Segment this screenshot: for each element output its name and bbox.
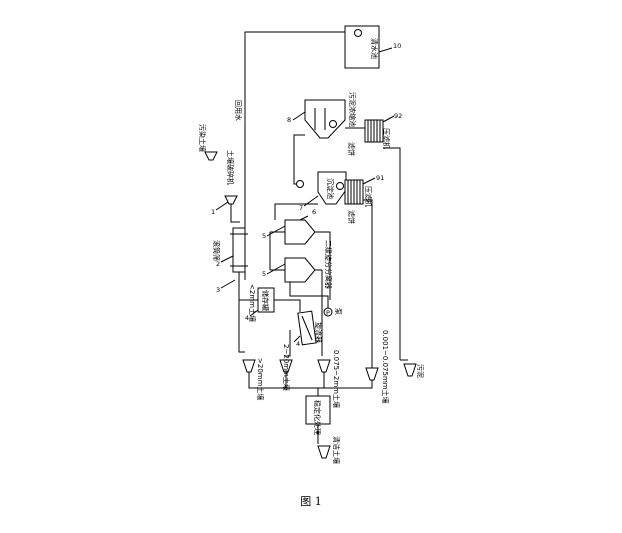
settling-tank-label: 沉淀池	[326, 178, 335, 199]
number-5b: 5	[262, 270, 266, 278]
number-4: 4	[296, 340, 300, 348]
soil-0001-0075mm-hopper	[365, 367, 379, 381]
clean-soil-hopper	[317, 445, 331, 459]
clear-water-tank-pump-icon	[354, 29, 362, 37]
soil-crusher-label: 土壤破碎机	[226, 150, 235, 185]
number-7: 7	[299, 204, 303, 212]
soil-gt20mm-hopper	[242, 359, 256, 373]
soil-lt2mm-label: <2mm土壤	[248, 284, 257, 322]
soil-2-20mm-label: 2~20mm土壤	[282, 344, 291, 391]
sludge-cake-2-label: 滤饼	[347, 142, 356, 156]
drum-screen	[232, 227, 246, 273]
drum-screen-label: 滚筒筛	[212, 240, 221, 261]
number-8: 8	[287, 116, 291, 124]
reuse-water-line	[244, 31, 345, 280]
sludge-out-label: 污泥	[416, 364, 424, 378]
sludge-tank-label: 污泥浓缩池	[348, 92, 357, 127]
number-6: 6	[312, 208, 316, 216]
cyclone-upper	[284, 219, 316, 245]
polluted-soil-hopper	[204, 151, 218, 161]
soil-0075-2mm-label: 0.075~2mm土壤	[332, 350, 341, 408]
stabilization-label: 稳定化处理	[313, 400, 322, 435]
cyclone-lower	[284, 257, 316, 283]
number-10: 10	[393, 42, 401, 50]
stabilization-box	[305, 395, 331, 425]
filter-press-2-filtrate-line	[383, 147, 401, 360]
settling-tank	[317, 171, 347, 205]
collection-line	[248, 372, 373, 389]
washer-pump-glyph: P	[326, 309, 330, 317]
sludge-cake-1-label: 滤饼	[347, 210, 356, 224]
number-92: 92	[394, 112, 402, 120]
number-5a: 5	[262, 232, 266, 240]
soil-0001-0075mm-label: 0.001~0.075mm土壤	[381, 330, 390, 404]
settling-tank-pump-icon	[336, 182, 344, 190]
soil-2-20mm-hopper	[279, 359, 293, 373]
number-2: 2	[216, 260, 220, 268]
sludge-out-hopper	[403, 363, 417, 377]
cyclone-to-settling-line	[274, 203, 318, 220]
soil-0075-2mm-hopper	[317, 359, 331, 373]
number-1: 1	[211, 208, 215, 216]
number-91: 91	[376, 174, 384, 182]
reuse-water-label: 回用水	[234, 100, 243, 121]
cyclone-group-label: 二级旋分分离器	[324, 240, 333, 289]
polluted-soil-label: 污染土壤	[198, 124, 207, 152]
washer-label: 旋流器	[314, 322, 323, 343]
clean-soil-label: 清洁土壤	[332, 436, 341, 464]
clear-water-tank-label: 清水池	[370, 38, 379, 59]
number-3: 3	[216, 286, 220, 294]
pump-label: 泵	[334, 308, 342, 315]
figure-caption: 图 1	[300, 495, 322, 508]
filter-press-1-filtrate-line	[363, 199, 373, 360]
sludge-tank-pump-icon	[329, 120, 337, 128]
filter-press-1-label: 压滤机	[364, 186, 373, 207]
settling-to-sludge-line	[293, 134, 305, 185]
storage-tank-label: 储存罐	[261, 290, 270, 311]
soil-gt20mm-label: >20mm土壤	[256, 358, 265, 400]
settling-pump-icon	[296, 180, 304, 188]
filter-press-2-label: 压滤机	[382, 128, 391, 149]
number-4-tank: 4	[245, 314, 249, 322]
